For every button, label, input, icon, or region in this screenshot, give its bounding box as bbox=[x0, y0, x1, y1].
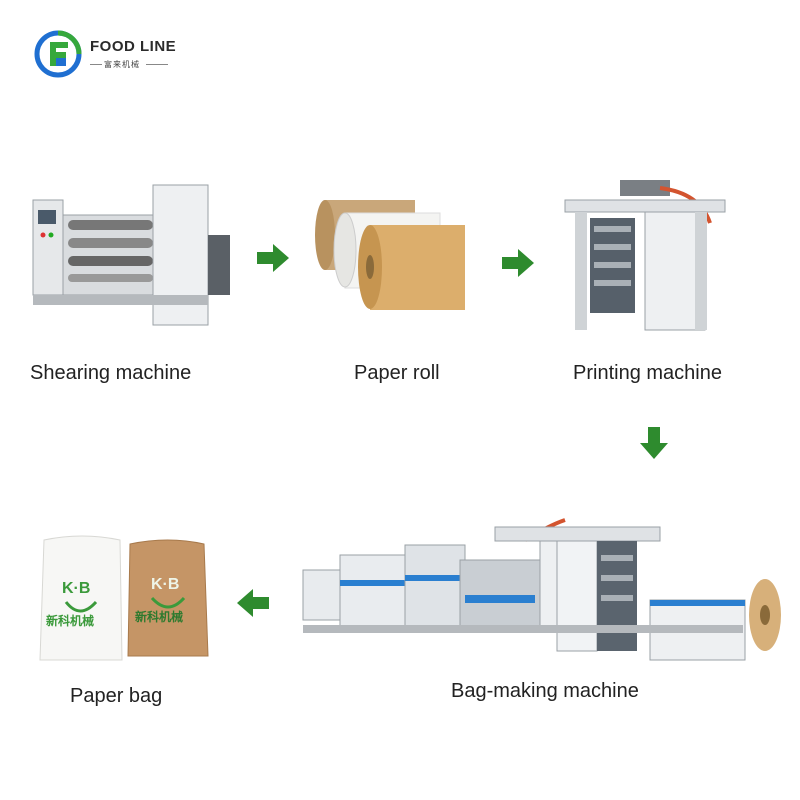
bag-logo-white: K·B bbox=[62, 580, 91, 597]
food-line-logo-icon bbox=[34, 30, 82, 78]
paper-roll-illustration bbox=[315, 200, 465, 310]
step-label-paper-roll: Paper roll bbox=[354, 362, 440, 384]
shearing-machine-illustration bbox=[32, 184, 230, 326]
bag-logo-kraft: K·B bbox=[151, 576, 180, 593]
brand-subtitle: 富来机械 bbox=[104, 60, 140, 69]
brand-logo: FOOD LINE 富来机械 bbox=[34, 30, 194, 80]
step-label-bag-making: Bag-making machine bbox=[451, 680, 639, 702]
printing-machine-illustration bbox=[564, 180, 726, 331]
step-label-printing: Printing machine bbox=[573, 362, 722, 384]
step-label-shearing: Shearing machine bbox=[30, 362, 192, 384]
paper-bag-illustration bbox=[39, 535, 209, 661]
step-label-paper-bag: Paper bag bbox=[70, 685, 163, 707]
arrow-left-icon bbox=[237, 589, 269, 617]
arrow-down-icon bbox=[640, 427, 668, 459]
logo-divider bbox=[90, 64, 102, 65]
brand-name: FOOD LINE bbox=[90, 38, 177, 55]
arrow-right-icon bbox=[502, 249, 534, 277]
bag-text-kraft: 新科机械 bbox=[135, 610, 184, 624]
bag-making-machine-illustration bbox=[302, 518, 781, 661]
bag-text-white: 新科机械 bbox=[46, 614, 95, 628]
logo-divider bbox=[146, 64, 168, 65]
arrow-right-icon bbox=[257, 244, 289, 272]
